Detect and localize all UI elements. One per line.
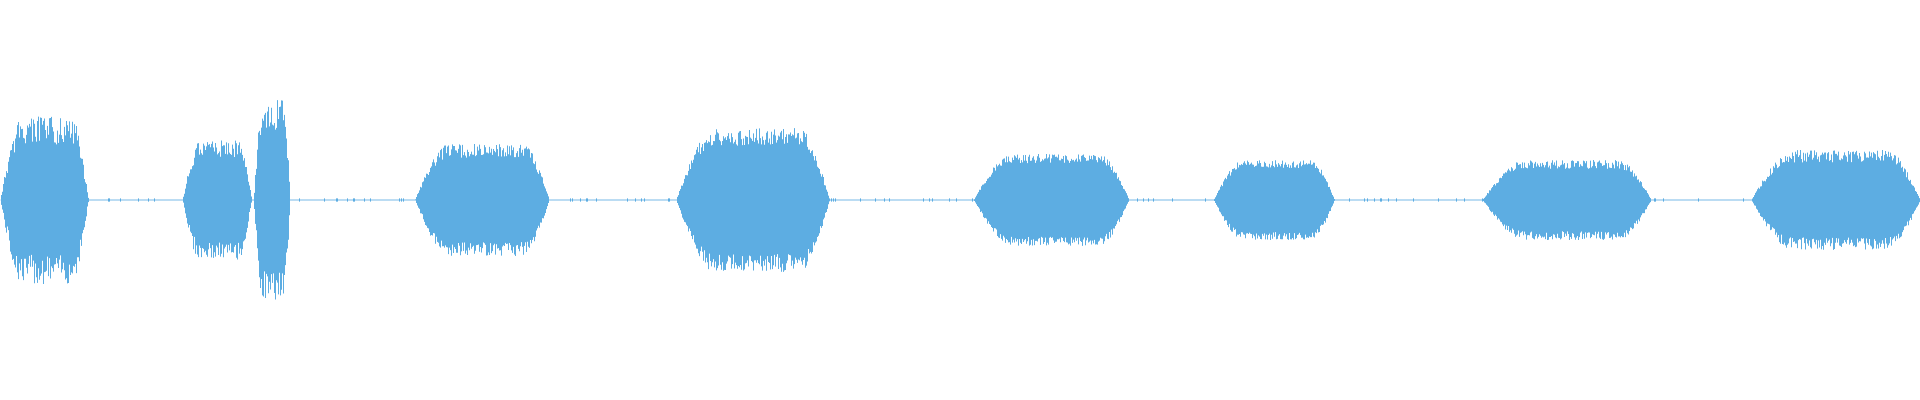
waveform-bars bbox=[1, 100, 1920, 300]
